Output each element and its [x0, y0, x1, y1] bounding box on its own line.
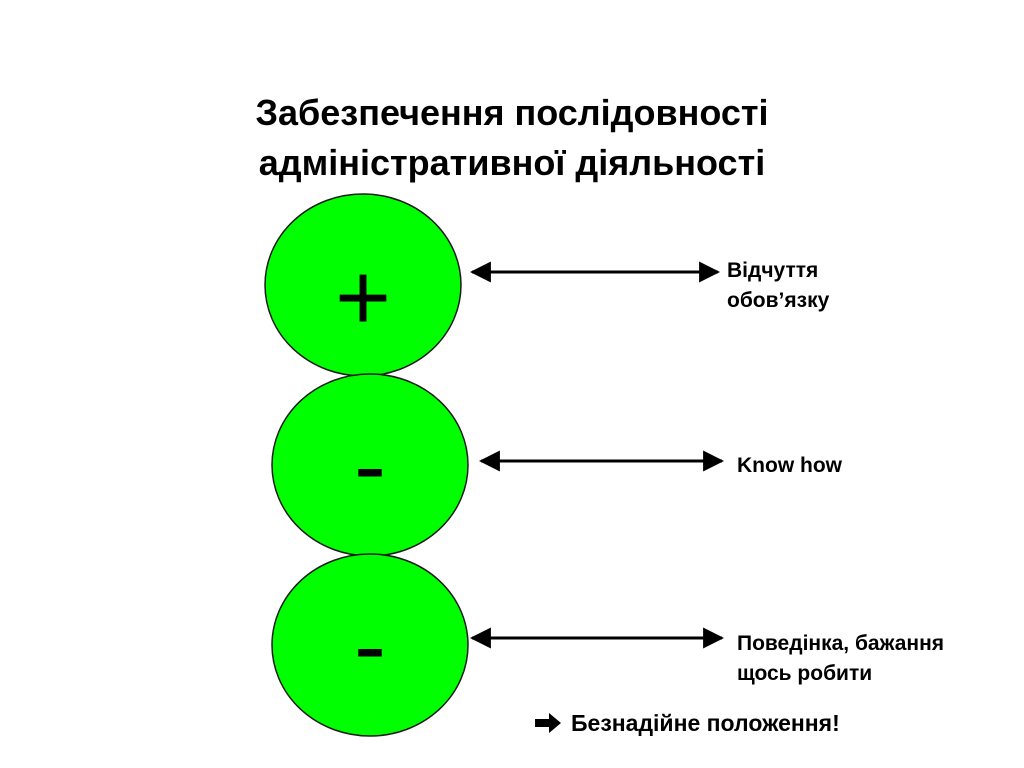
label-row-1-line-1: Відчуття: [727, 259, 819, 282]
sign-plus: +: [335, 244, 391, 351]
conclusion: Безнадійне положення!: [533, 707, 840, 739]
label-row-1: Відчуття обов’язку: [727, 256, 829, 316]
label-row-3: Поведінка, бажання щось робити: [737, 629, 944, 689]
label-row-3-line-2: щось робити: [737, 662, 873, 685]
title-line-1: Забезпечення послідовності: [255, 92, 769, 133]
slide-title: Забезпечення послідовності адміністратив…: [0, 88, 1024, 188]
conclusion-text: Безнадійне положення!: [571, 710, 840, 736]
label-row-2: Know how: [737, 451, 842, 481]
title-line-2: адміністративної діяльності: [258, 142, 766, 183]
label-row-3-line-1: Поведінка, бажання: [737, 632, 945, 655]
circle-minus-2: [271, 553, 469, 737]
sign-minus-1: -: [354, 412, 386, 519]
label-row-1-line-2: обов’язку: [727, 289, 830, 312]
right-arrow-icon: [533, 707, 571, 739]
sign-minus-2: -: [354, 592, 386, 699]
label-row-2-line-1: Know how: [737, 454, 842, 477]
